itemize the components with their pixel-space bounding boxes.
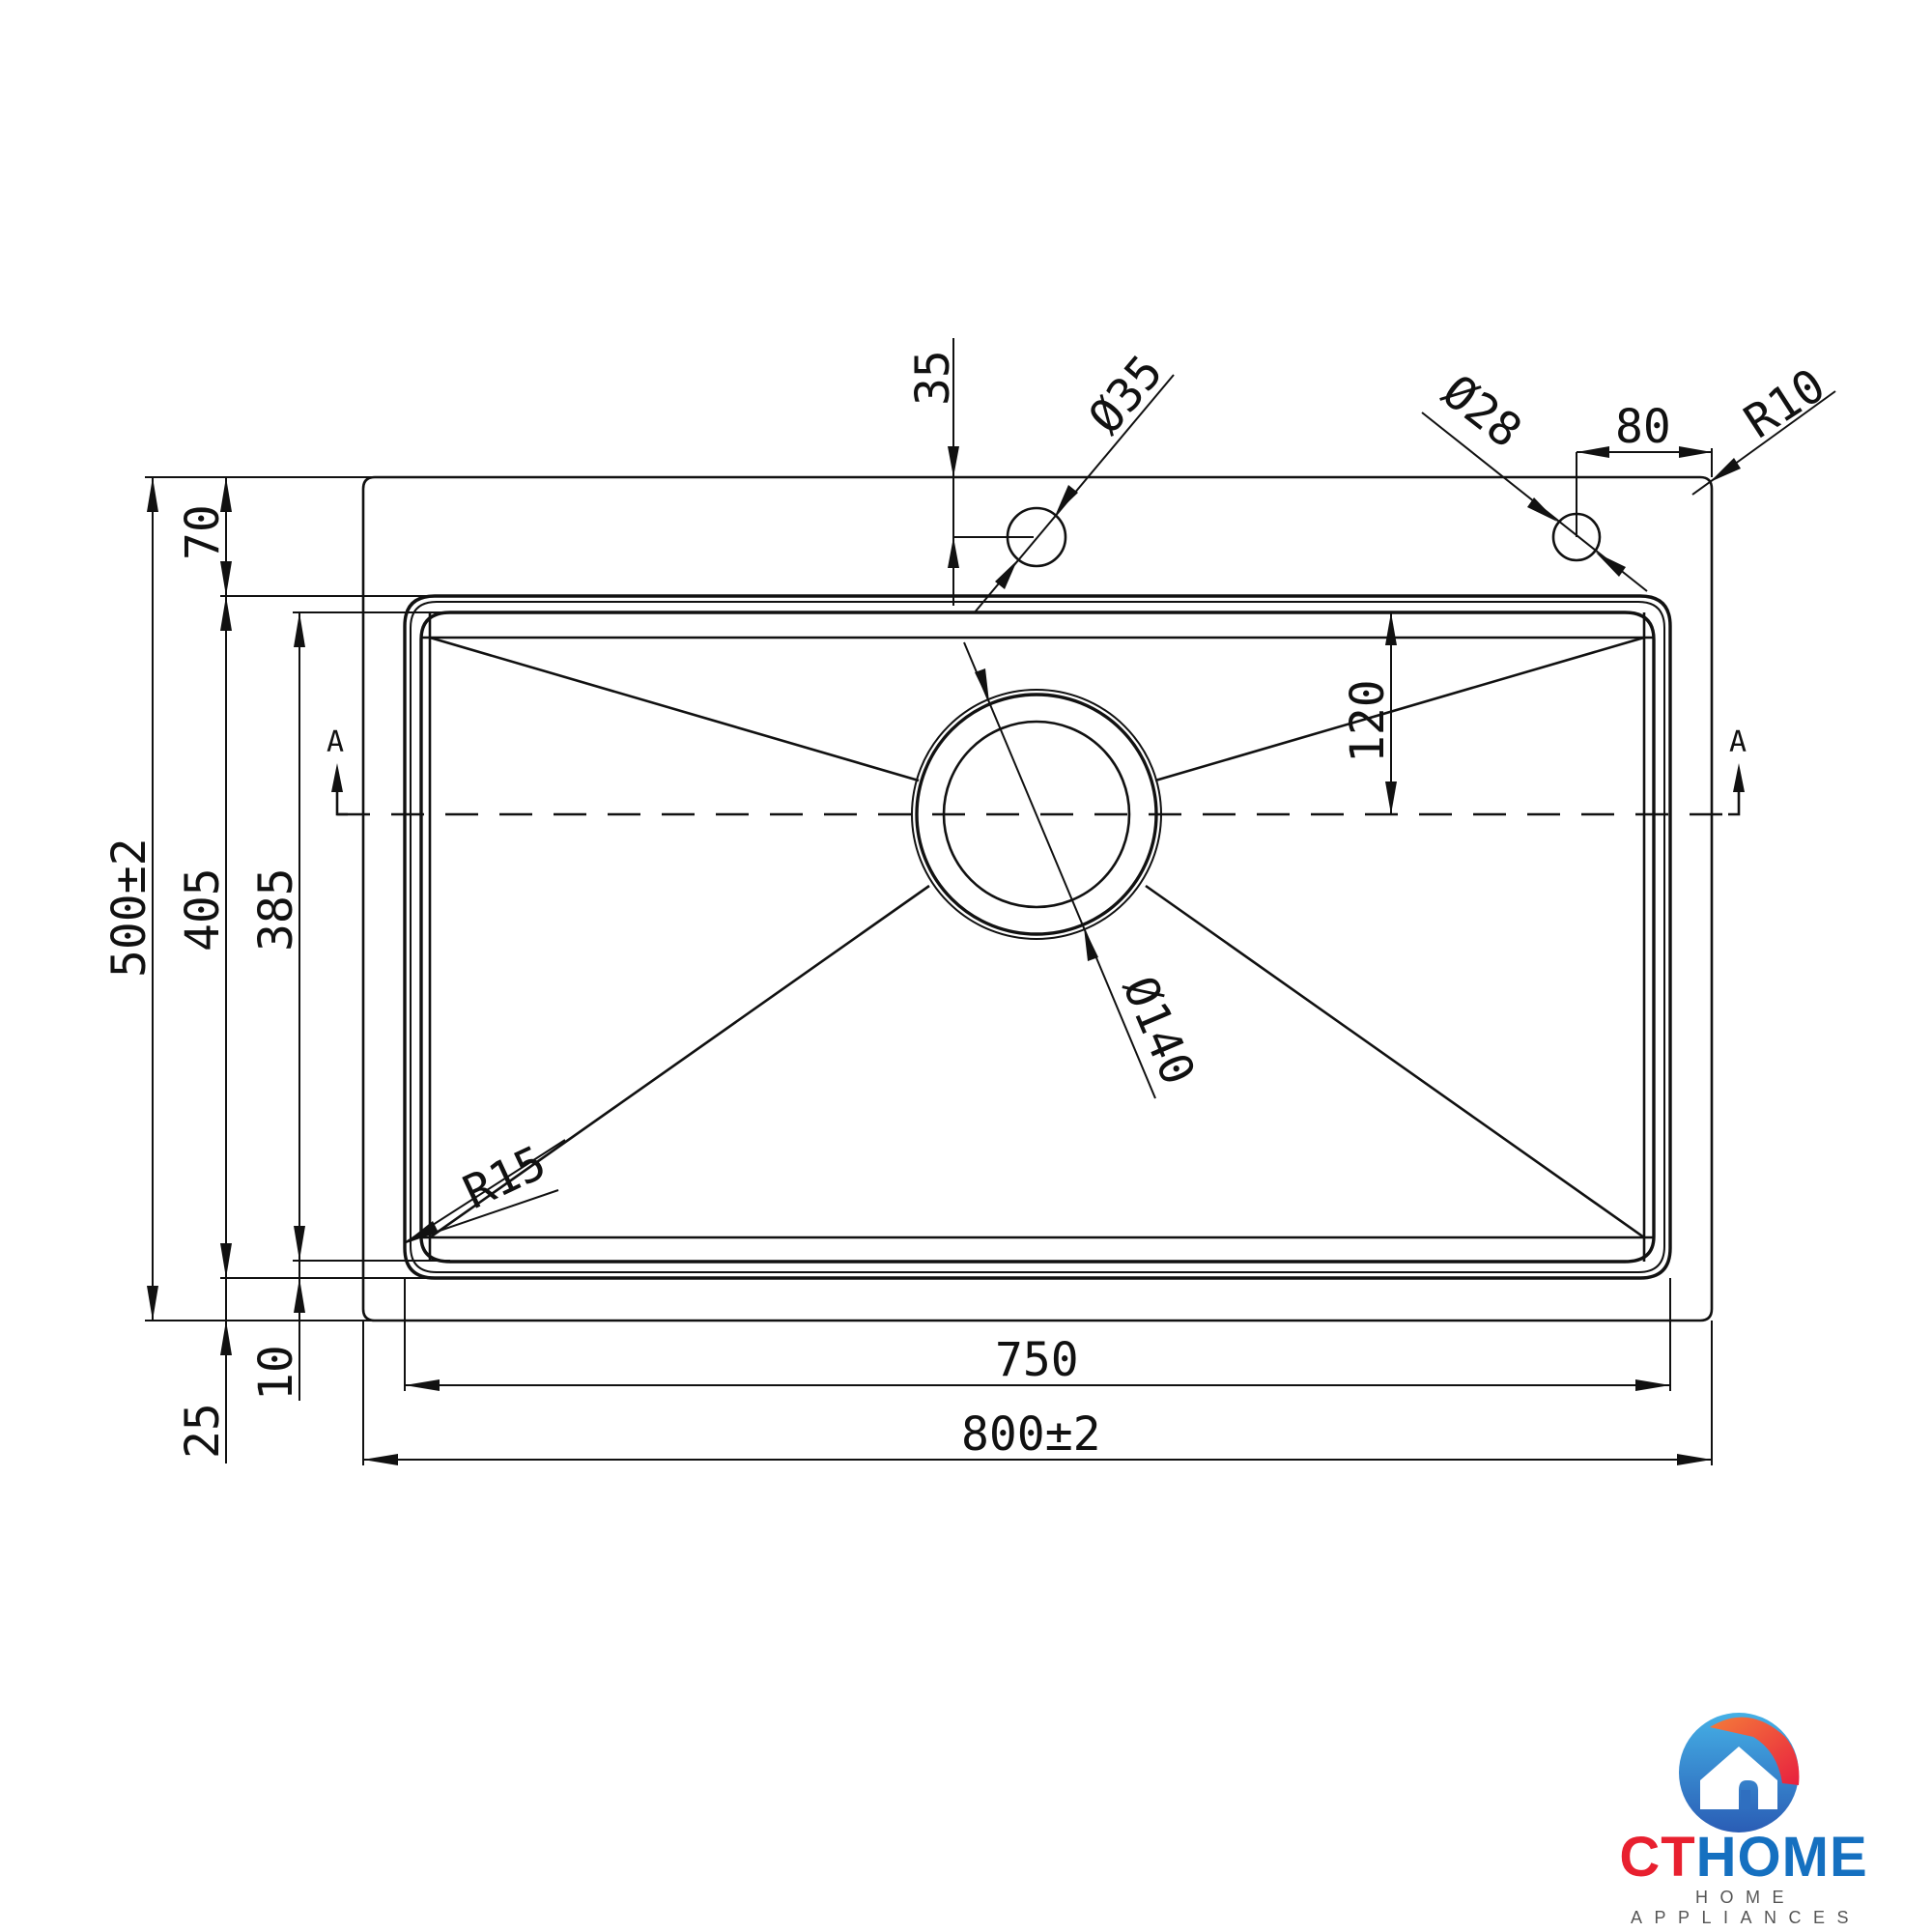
brand-home: HOME (1695, 1826, 1868, 1889)
dim-overall-depth: 500±2 (102, 838, 156, 979)
bottom-dimensions: 750 800±2 (362, 1278, 1713, 1465)
dim-bowl-depth-inner: 385 (249, 867, 303, 952)
sink-outer-outline (361, 475, 1714, 1322)
dim-tap-diameter: Ø35 (1078, 345, 1174, 443)
bowl-inner-bevel (421, 612, 1654, 1262)
house-circle-icon (1679, 1713, 1800, 1833)
dim-back-flange: 70 (176, 504, 230, 560)
bowl-slope-lines (429, 636, 1645, 1239)
tap-hole: 35 Ø35 (906, 338, 1175, 614)
dim-bowl-width: 750 (995, 1333, 1079, 1387)
brand-ct: CT (1619, 1826, 1696, 1889)
section-line-a-a: A A (327, 725, 1747, 816)
dim-drain-diameter: Ø140 (1112, 969, 1206, 1093)
brand-wordmark: CTHOME (1584, 1830, 1903, 1886)
brand-tagline: HOME APPLIANCES (1630, 1888, 1861, 1927)
dim-overall-width: 800±2 (961, 1407, 1101, 1462)
dim-accessory-offset: 80 (1615, 400, 1671, 454)
dim-inner-offset: 10 (249, 1345, 303, 1401)
dim-front-flange: 25 (176, 1403, 230, 1459)
dim-tap-offset: 35 (906, 350, 960, 406)
left-dimensions: 500±2 70 405 25 385 10 (102, 476, 450, 1463)
section-marker-right: A (1729, 725, 1747, 759)
outer-radius-callout: R10 (1691, 358, 1836, 496)
dim-accessory-diameter: Ø28 (1433, 364, 1532, 459)
brand-logo: CTHOME HOME APPLIANCES (1565, 1708, 1913, 1927)
dim-bowl-radius: R15 (455, 1135, 554, 1219)
drain-diameter-dim: Ø140 (963, 641, 1206, 1099)
dim-outer-radius: R10 (1735, 358, 1834, 449)
bowl-rim (403, 594, 1672, 1280)
dim-bowl-depth-outer: 405 (176, 867, 230, 952)
drain-offset-dim: 120 (1341, 612, 1397, 814)
dim-drain-offset: 120 (1341, 679, 1395, 763)
section-marker-left: A (327, 725, 344, 759)
